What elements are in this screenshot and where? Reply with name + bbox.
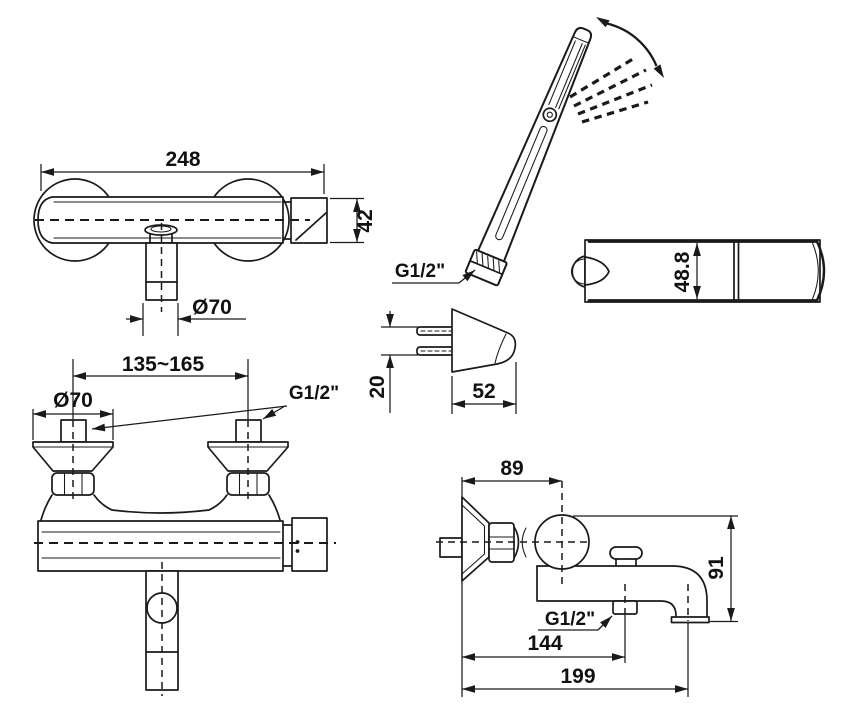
diverter-knob [146, 592, 178, 624]
grip-end-curves [815, 240, 826, 302]
thread-leader-left [91, 405, 288, 432]
spray-head-bump [571, 255, 586, 288]
dim-height-label: 42 [354, 209, 377, 232]
view-mixer-front-bottom: 135~165 Ø70 G1/2" [32, 353, 339, 696]
thread-leader-right [262, 405, 286, 420]
dim-inlet-centers-label: 135~165 [122, 353, 205, 376]
dim-outlet-dia-label: Ø70 [192, 296, 232, 319]
view-mixer-front-top: 248 42 Ø70 [33, 148, 377, 336]
bracket-cone [451, 308, 517, 373]
hand-shower-wand [464, 26, 593, 287]
view-wall-bracket: 20 52 [366, 308, 517, 414]
view-hand-shower: G1/2" [392, 17, 664, 287]
coupling-waist [513, 526, 520, 559]
mixer-body [37, 520, 284, 572]
mixer-handle [291, 517, 328, 572]
outlet-thread-leader [597, 615, 613, 631]
dim-wall-to-center-label: 89 [500, 457, 523, 480]
dim-shower-dia-label: 48.8 [671, 251, 694, 292]
thread-leader-arrow [458, 269, 476, 284]
handle-slot [495, 125, 548, 241]
spout-bottom-profile [537, 600, 677, 618]
dim-shower-outlet-reach-label: 144 [527, 632, 562, 655]
spout-top-profile [536, 565, 708, 618]
connector-ribbing [476, 251, 501, 273]
handle-facet-line [295, 212, 327, 241]
pivot-joint [542, 107, 558, 123]
dim-spout-reach-label: 199 [560, 665, 595, 688]
wall-supply-stub [439, 537, 463, 558]
view-hand-shower-side: 48.8 [570, 239, 826, 303]
swivel-arrow [596, 17, 664, 78]
outlet-thread-label: G1/2" [545, 609, 595, 630]
hand-shower-thread-label: G1/2" [395, 261, 445, 282]
spray-cone [584, 256, 610, 286]
spout-outlet-rim [670, 616, 710, 624]
diverter-button [609, 546, 643, 560]
hand-shower-side-body [584, 239, 821, 303]
dim-spout-height-label: 91 [705, 556, 728, 580]
dim-bracket-width-label: 52 [472, 380, 495, 403]
view-mixer-side: 89 91 G1/2" 144 199 [436, 457, 738, 697]
dim-pin-depth-label: 20 [366, 375, 389, 398]
dim-escutcheon-dia-label: Ø70 [53, 389, 93, 412]
spray-jet-dashes [569, 57, 653, 124]
dim-width-label: 248 [165, 148, 200, 171]
inlet-thread-label: G1/2" [289, 383, 339, 404]
